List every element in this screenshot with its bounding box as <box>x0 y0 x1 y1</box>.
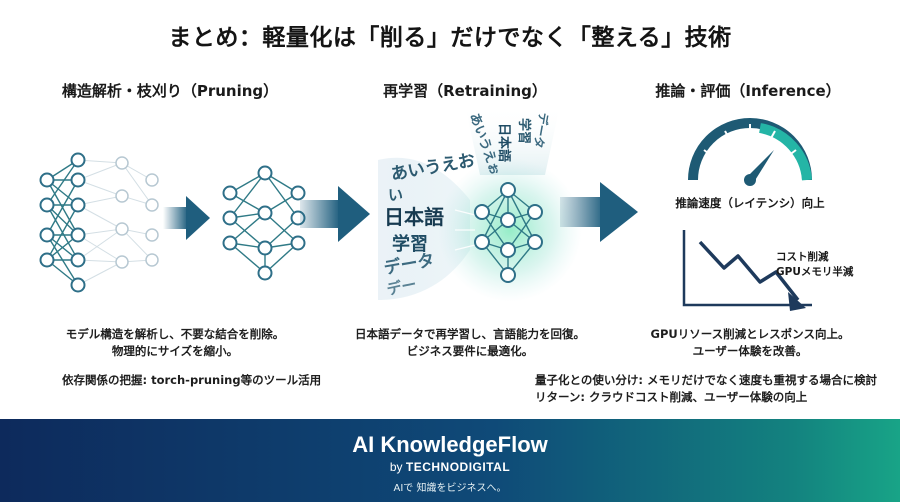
down-trend-chart-icon <box>682 230 812 311</box>
desc-line: 日本語データで再学習し、言語能力を回復。 <box>355 327 585 341</box>
note-return: リターン: クラウドコスト削減、ユーザー体験の向上 <box>535 390 808 404</box>
stream-word: データ <box>531 111 552 149</box>
footer-tagline: AIで 知識をビジネスへ。 <box>393 483 507 494</box>
arrow-right-icon <box>163 196 210 240</box>
footer-byline: by TECHNODIGITAL <box>0 460 900 474</box>
pruned-network-icon <box>222 165 306 281</box>
stream-word: デー <box>385 275 418 299</box>
byline-prefix: by <box>389 460 403 474</box>
stream-word: 日本語 <box>496 123 512 162</box>
data-stream-top <box>465 105 560 175</box>
stream-word: 学習 <box>516 118 532 144</box>
arrow-right-icon <box>560 182 638 242</box>
pruning-note: 依存関係の把握: torch-pruning等のツール活用 <box>62 373 322 387</box>
footer-brand: AI KnowledgeFlow <box>352 432 548 457</box>
glow-effect <box>438 158 582 302</box>
page-title: まとめ：軽量化は「削る」だけでなく「整える」技術 <box>168 25 732 51</box>
process-diagram: あいうえお い 日本語 学習 データ デー あいうえぉ 日本語 学習 データ <box>39 105 854 311</box>
desc-line: ユーザー体験を改善。 <box>692 344 808 358</box>
bottom-notes: 量子化との使い分け: メモリだけでなく速度も重視する場合に検討 リターン: クラ… <box>535 372 895 406</box>
desc-line: 物理的にサイズを縮小。 <box>111 344 239 358</box>
chart-label-gpu: GPUメモリ半減 <box>776 265 854 278</box>
retrained-network-icon <box>474 182 543 283</box>
section-heading-inference: 推論・評価（Inference） <box>655 82 841 100</box>
dense-network-icon <box>39 152 159 293</box>
note-quantization: 量子化との使い分け: メモリだけでなく速度も重視する場合に検討 <box>535 373 877 387</box>
section-heading-retraining: 再学習（Retraining） <box>383 82 547 100</box>
byline-company: TECHNODIGITAL <box>405 460 511 474</box>
chart-label-cost: コスト削減 <box>776 250 829 263</box>
gauge-label: 推論速度（レイテンシ）向上 <box>675 196 825 210</box>
desc-line: モデル構造を解析し、不要な結合を削除。 <box>65 327 285 341</box>
section-heading-pruning: 構造解析・枝刈り（Pruning） <box>61 82 279 100</box>
stream-word: い <box>388 186 403 204</box>
stream-word: 日本語 <box>384 205 444 229</box>
arrow-right-icon <box>300 186 370 242</box>
desc-line: GPUリソース削減とレスポンス向上。 <box>650 327 850 341</box>
footer-banner <box>0 419 900 502</box>
section-desc-pruning: モデル構造を解析し、不要な結合を削除。 物理的にサイズを縮小。 <box>40 326 310 360</box>
section-desc-retraining: 日本語データで再学習し、言語能力を回復。 ビジネス要件に最適化。 <box>340 326 600 360</box>
gauge-icon <box>688 118 812 186</box>
stream-word: 学習 <box>392 233 428 255</box>
section-desc-inference: GPUリソース削減とレスポンス向上。 ユーザー体験を改善。 <box>615 326 885 360</box>
desc-line: ビジネス要件に最適化。 <box>406 344 534 358</box>
